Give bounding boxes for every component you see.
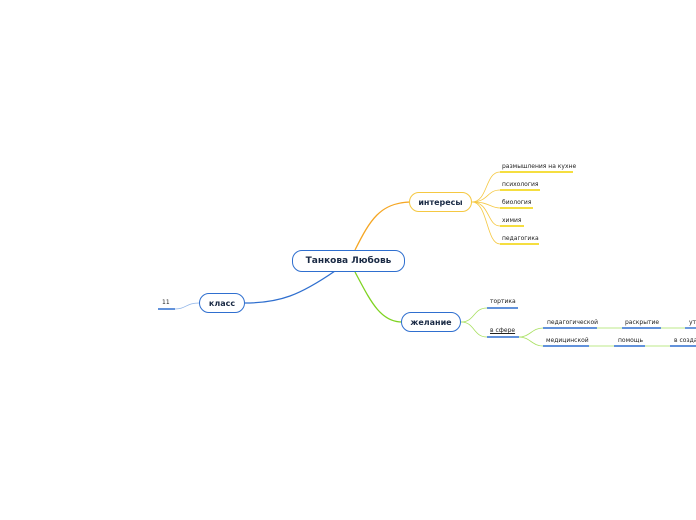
class-connector [174, 302, 200, 310]
branch-interests-label: интересы [418, 197, 463, 207]
interest-topic[interactable]: педагогика [502, 235, 539, 242]
connector-class [244, 270, 336, 304]
desire-topic-disclosure[interactable]: раскрытие [625, 319, 660, 326]
branch-class[interactable]: класс [199, 293, 245, 313]
branch-desire-label: желание [410, 317, 452, 327]
desire-topic-pedagogical[interactable]: педагогической [547, 319, 599, 326]
connector-interests [354, 201, 411, 251]
desire-topic-creation[interactable]: в создан [674, 337, 696, 344]
branch-class-label: класс [208, 298, 236, 308]
desire-underlines [487, 307, 696, 347]
interest-topic[interactable]: химия [502, 217, 522, 224]
central-topic[interactable]: Танкова Любовь [292, 250, 405, 272]
interest-underlines [500, 171, 573, 245]
desire-topic-tortika[interactable]: тортика [490, 298, 516, 305]
branch-desire[interactable]: желание [401, 312, 461, 332]
connector-desire [354, 271, 403, 323]
desire-topic-sphere[interactable]: в сфере [490, 327, 516, 334]
desire-connectors [460, 307, 685, 347]
interest-topic[interactable]: биология [502, 199, 532, 206]
branch-interests[interactable]: интересы [409, 192, 472, 212]
desire-topic-medical[interactable]: медицинской [546, 337, 589, 344]
interest-topic[interactable]: психология [502, 181, 539, 188]
desire-topic-disclosure-tail[interactable]: ут [689, 319, 696, 326]
central-topic-label: Танкова Любовь [305, 256, 392, 266]
desire-topic-help[interactable]: помощь [618, 337, 643, 344]
interest-topic[interactable]: размышления на кухне [502, 163, 577, 170]
interest-connectors [471, 171, 501, 245]
class-topic[interactable]: 11 [162, 299, 170, 306]
